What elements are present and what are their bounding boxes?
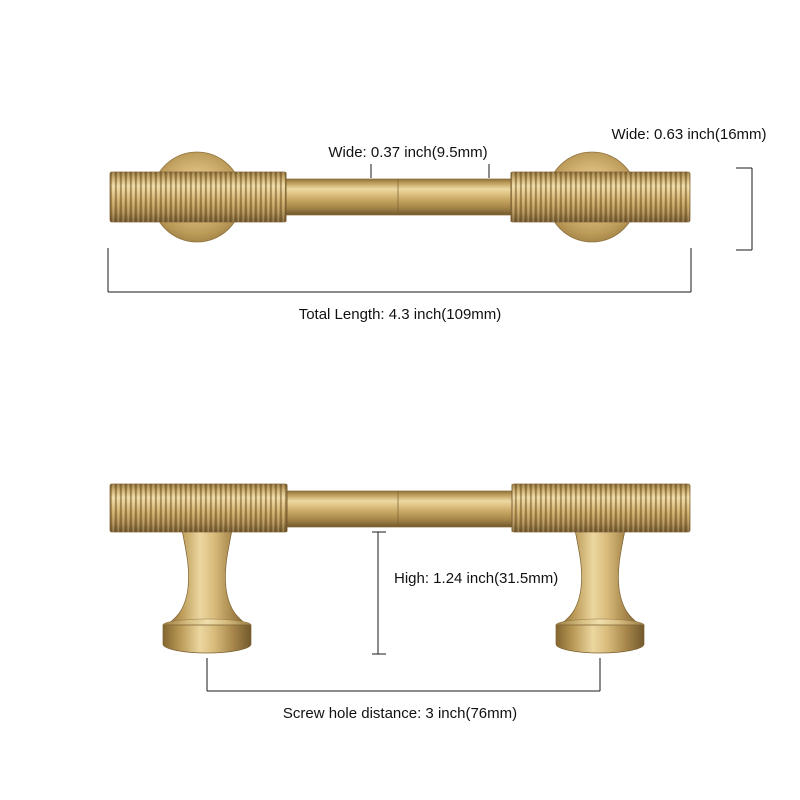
- post-stem-left: [162, 529, 252, 628]
- post-stem-right: [555, 529, 645, 628]
- post-base-right: [555, 624, 645, 654]
- post-base-left: [162, 624, 252, 654]
- handle-bar-right-ribbed-side: [511, 483, 691, 533]
- handle-bar-right-ribbed-front: [510, 171, 691, 223]
- handle-bar-left-ribbed-front: [109, 171, 287, 223]
- handle-bar-left-ribbed-side: [109, 483, 288, 533]
- end-width-label: Wide: 0.63 inch(16mm): [611, 126, 766, 143]
- bar-width-label: Wide: 0.37 inch(9.5mm): [328, 144, 487, 161]
- screw-distance-label: Screw hole distance: 3 inch(76mm): [283, 705, 517, 722]
- side-view: High: 1.24 inch(31.5mm) Screw hole dista…: [109, 483, 691, 722]
- front-view: Wide: 0.37 inch(9.5mm) Wide: 0.63 inch(1…: [107, 126, 767, 323]
- total-length-label: Total Length: 4.3 inch(109mm): [299, 306, 502, 323]
- handle-bar-middle-front: [279, 178, 521, 216]
- handle-bar-middle-side: [279, 490, 521, 528]
- height-label: High: 1.24 inch(31.5mm): [394, 570, 558, 587]
